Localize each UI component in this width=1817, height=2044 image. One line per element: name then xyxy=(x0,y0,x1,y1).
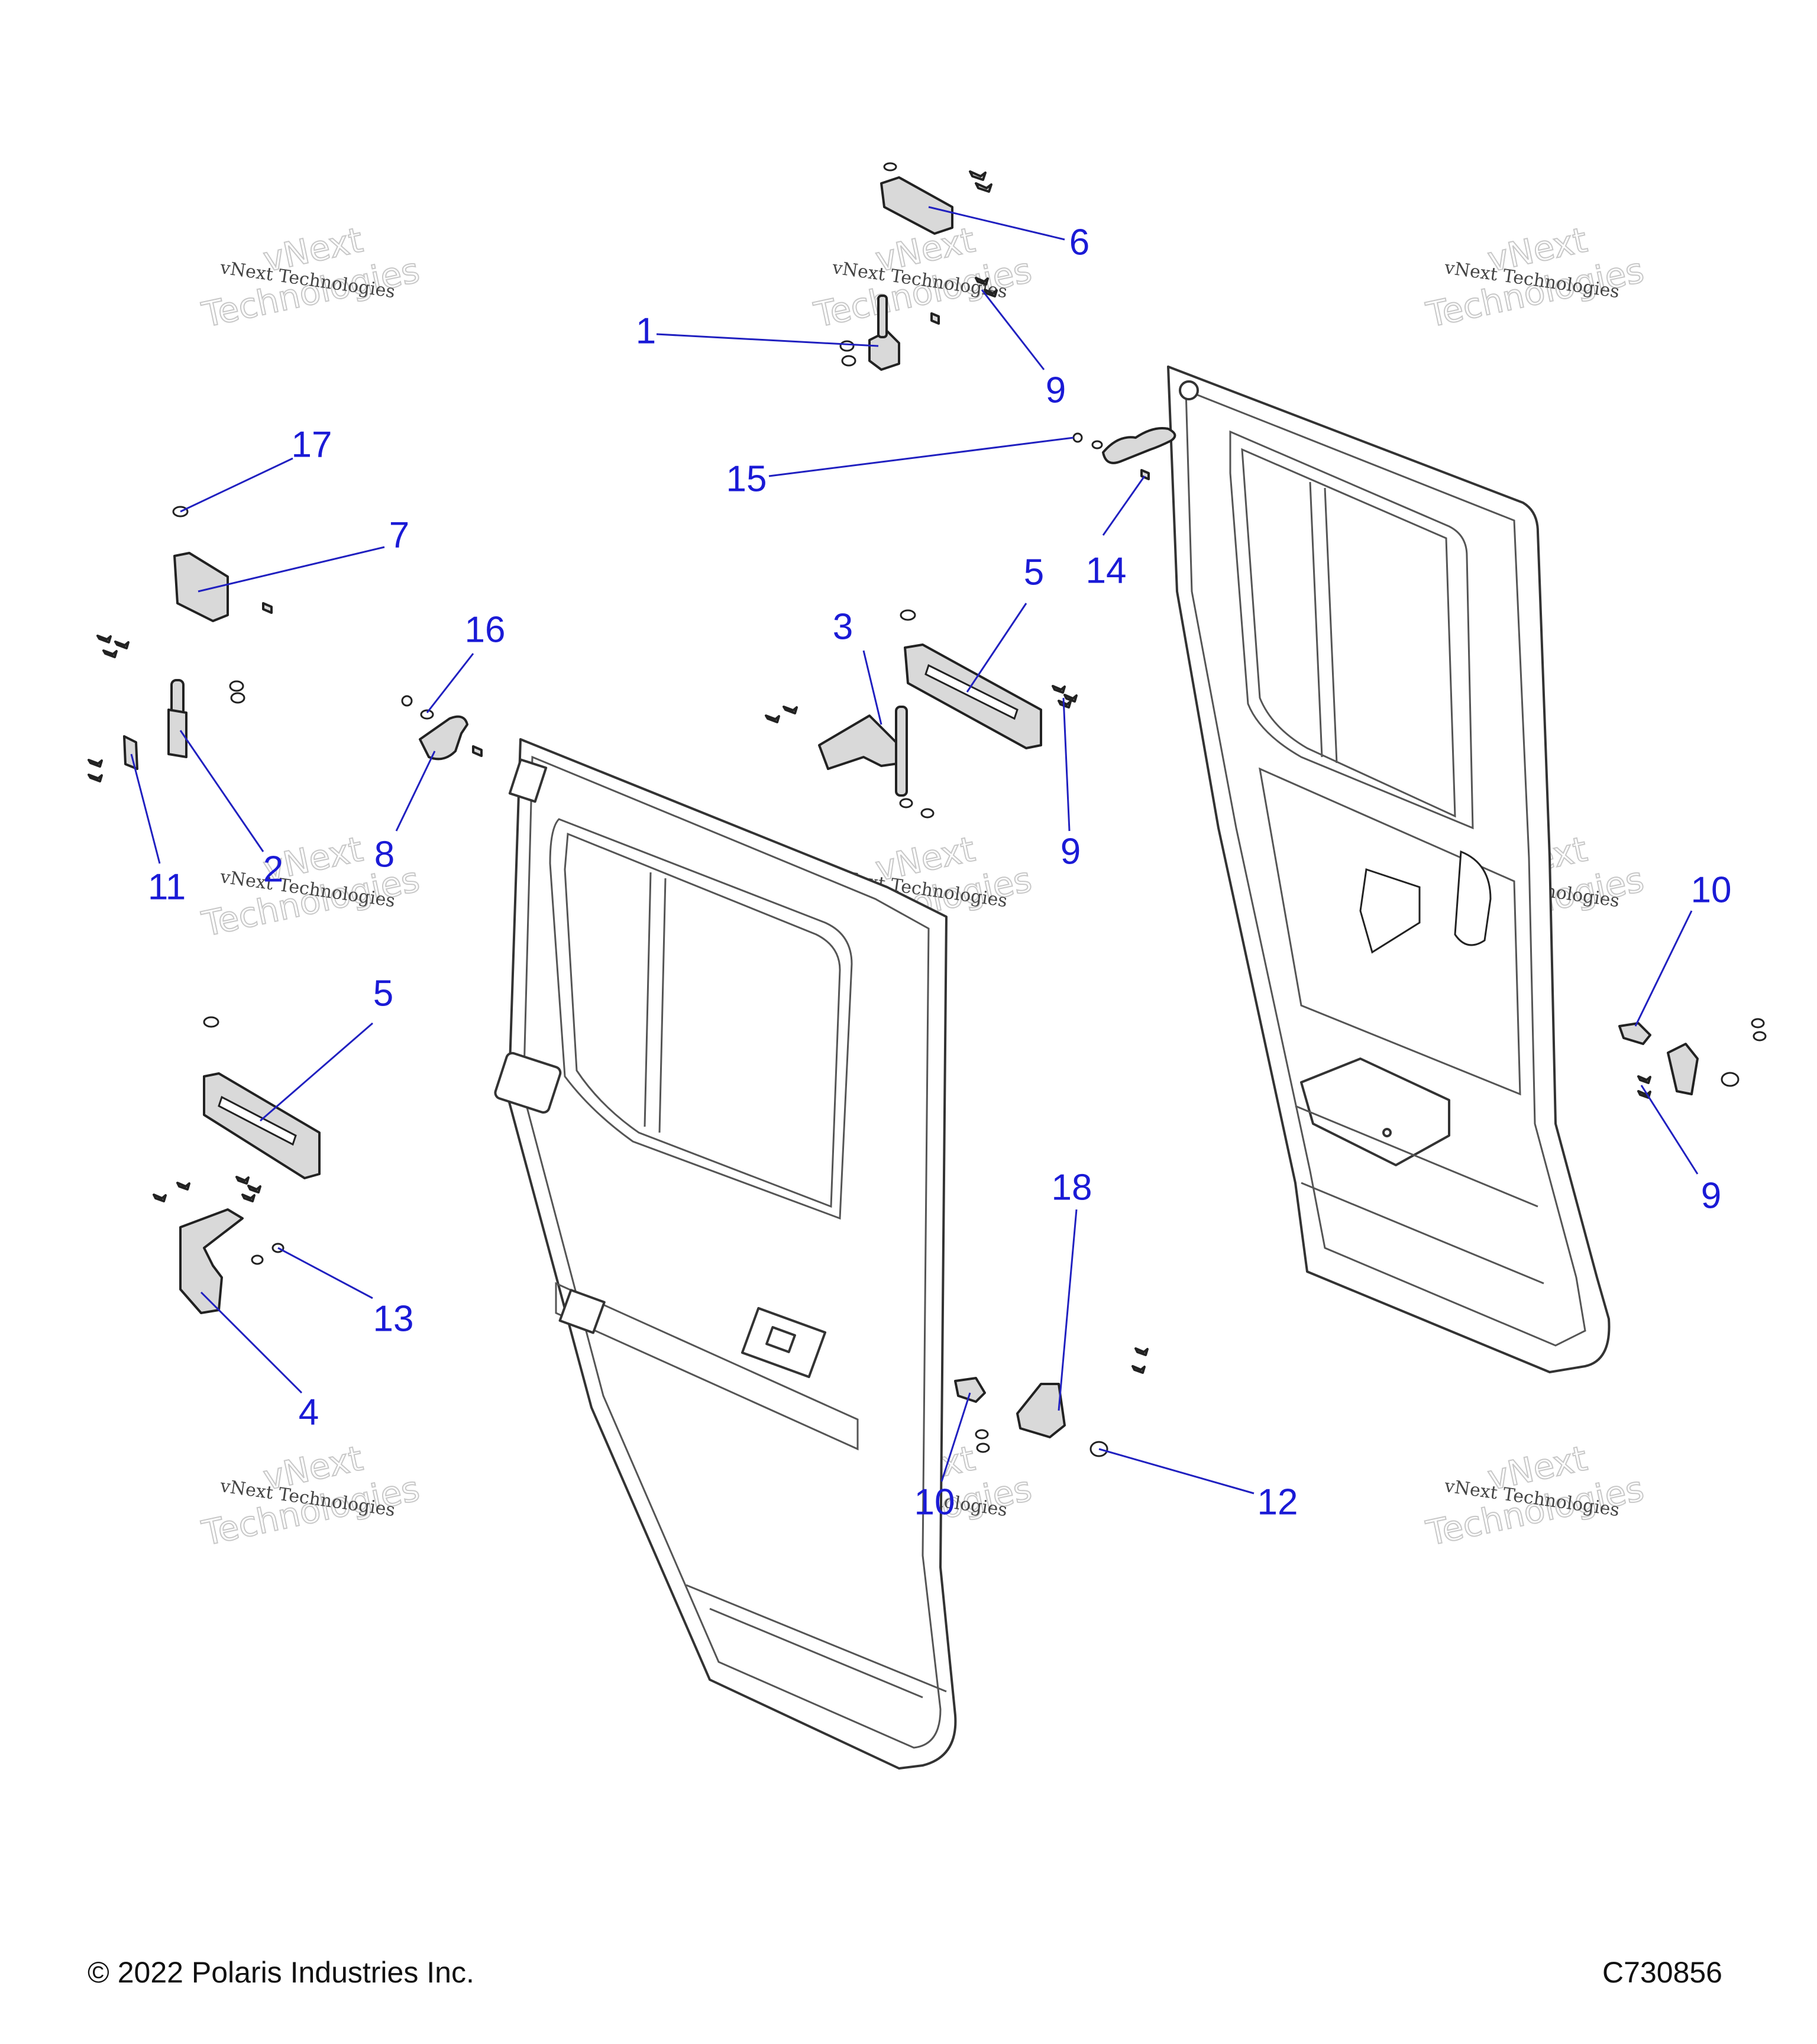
part-10-bolt-right xyxy=(1618,1022,1651,1045)
callout-9-right: 9 xyxy=(1701,1176,1721,1217)
callout-9-mid: 9 xyxy=(1061,832,1081,872)
callout-9-top: 9 xyxy=(1046,370,1066,411)
callout-5-upper: 5 xyxy=(1024,552,1044,593)
callout-10-right: 10 xyxy=(1691,870,1732,911)
part-14-latch xyxy=(1102,427,1176,464)
diagram-code: C730856 xyxy=(1602,1956,1722,1989)
part-16-nut xyxy=(401,695,413,707)
callout-1: 1 xyxy=(636,311,656,352)
part-11-plate xyxy=(123,735,138,770)
callout-10-bottom: 10 xyxy=(914,1482,955,1523)
callout-15: 15 xyxy=(726,459,767,500)
part-3-hinge xyxy=(818,714,903,770)
callouts: 6 1 9 15 14 17 7 16 3 5 8 2 11 9 10 5 9 … xyxy=(148,222,1732,1523)
callout-18: 18 xyxy=(1052,1167,1092,1208)
callout-17: 17 xyxy=(292,425,332,465)
part-6-hinge xyxy=(880,176,953,235)
part-18-bracket xyxy=(1016,1383,1066,1438)
footer-copyright: © 2022 Polaris Industries Inc. xyxy=(88,1956,474,1989)
small-parts xyxy=(88,162,1767,1457)
callout-11: 11 xyxy=(148,867,186,908)
callout-12: 12 xyxy=(1257,1482,1298,1523)
callout-8: 8 xyxy=(374,835,395,875)
callout-4: 4 xyxy=(299,1392,319,1433)
part-7-bracket xyxy=(173,552,229,622)
callout-3: 3 xyxy=(833,607,853,648)
center-door xyxy=(494,738,957,1770)
callout-6: 6 xyxy=(1069,222,1089,263)
callout-7: 7 xyxy=(389,515,409,556)
callout-14: 14 xyxy=(1086,551,1127,591)
leader-lines xyxy=(130,206,1699,1495)
callout-2: 2 xyxy=(263,849,283,890)
callout-16: 16 xyxy=(465,610,506,651)
right-door xyxy=(1167,366,1611,1373)
part-8-striker xyxy=(419,715,468,761)
callout-13: 13 xyxy=(373,1299,414,1340)
callout-5-lower: 5 xyxy=(373,974,393,1014)
part-4-door-stop xyxy=(179,1208,244,1314)
part-10-bolt-bottom xyxy=(954,1377,986,1403)
